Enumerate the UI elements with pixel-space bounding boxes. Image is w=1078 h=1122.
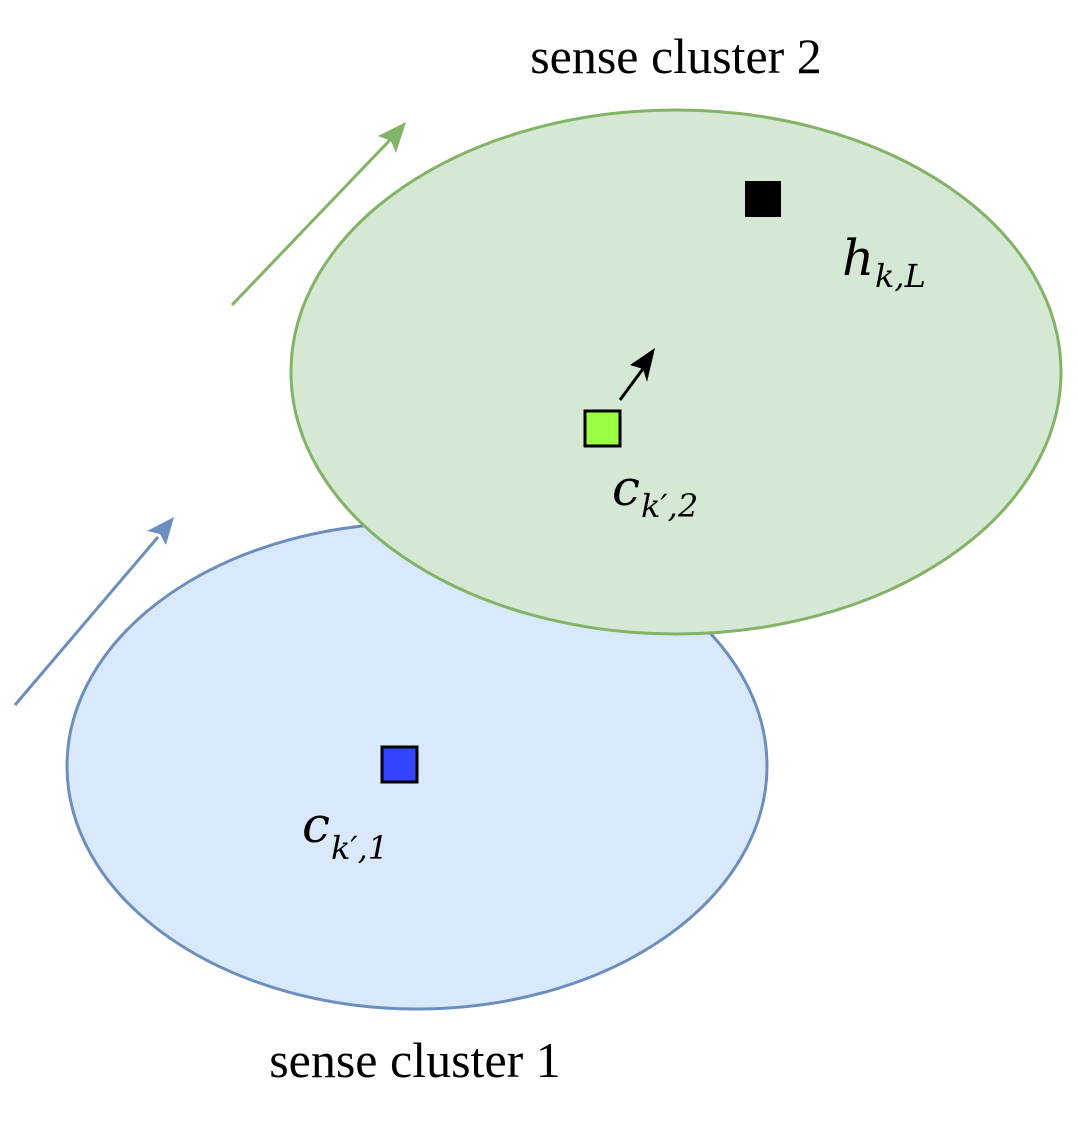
sense-cluster-1-label: sense cluster 1 bbox=[269, 1032, 561, 1088]
sense-cluster-2-label: sense cluster 2 bbox=[530, 28, 822, 84]
hidden-state-symbol: h bbox=[842, 229, 874, 287]
cluster-1-direction-arrow bbox=[13, 517, 174, 706]
centroid-2-symbol: c bbox=[612, 459, 640, 517]
centroid-2-marker bbox=[583, 409, 622, 448]
centroid-2-label: c k′,2 bbox=[612, 459, 698, 525]
centroid-1-symbol: c bbox=[302, 796, 330, 854]
hidden-state-label: h k,L bbox=[842, 229, 926, 295]
hidden-state-marker bbox=[745, 181, 781, 217]
centroid-1-label: c k′,1 bbox=[302, 796, 388, 867]
centroid-1-subscript: k′,1 bbox=[331, 829, 388, 867]
hidden-state-subscript: k,L bbox=[875, 257, 926, 295]
cluster-2-direction-arrow bbox=[230, 122, 406, 307]
centroid-1-marker bbox=[380, 745, 419, 784]
centroid-2-subscript: k′,2 bbox=[641, 487, 698, 525]
sense-cluster-2-region bbox=[289, 108, 1063, 636]
centroid-update-arrow bbox=[618, 348, 655, 401]
